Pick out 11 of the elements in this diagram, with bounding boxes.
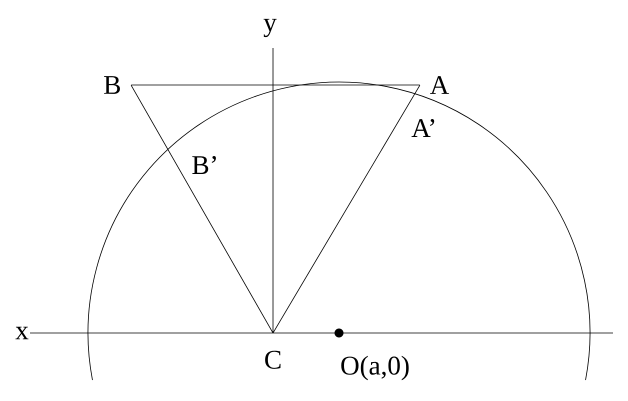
triangle-side bbox=[272, 84, 420, 334]
point-label: O(a,0) bbox=[341, 356, 409, 380]
triangle-side bbox=[130, 84, 274, 334]
point-label: A’ bbox=[412, 119, 434, 137]
vertex-label: C bbox=[265, 350, 281, 369]
point-label: y bbox=[264, 18, 277, 38]
point-label: B’ bbox=[192, 156, 216, 174]
vertex-label: B bbox=[104, 76, 120, 94]
triangle-side bbox=[130, 84, 420, 86]
point-label: x bbox=[15, 326, 28, 340]
vertex-label: A bbox=[430, 76, 450, 94]
